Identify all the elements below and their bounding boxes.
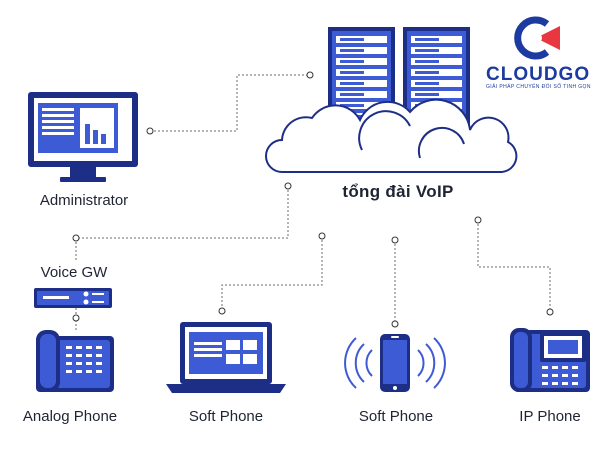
laptop-icon bbox=[166, 322, 286, 393]
voice-gw-label: Voice GW bbox=[40, 264, 108, 281]
soft-phone-mobile-label: Soft Phone bbox=[358, 408, 434, 425]
administrator-monitor-icon bbox=[28, 92, 138, 182]
smartphone-icon bbox=[380, 334, 410, 392]
signal-waves-icon bbox=[344, 337, 446, 389]
analog-phone-label: Analog Phone bbox=[22, 408, 118, 425]
ip-phone-icon bbox=[510, 328, 590, 392]
line-admin-voip bbox=[150, 74, 310, 132]
line-voip-voicegw bbox=[75, 186, 289, 260]
line-voip-ipphone bbox=[477, 220, 551, 312]
ip-phone-label: IP Phone bbox=[519, 408, 581, 425]
soft-phone-laptop-label: Soft Phone bbox=[188, 408, 264, 425]
cloud-inner-lines bbox=[358, 110, 465, 159]
line-voip-softphone1 bbox=[221, 236, 323, 310]
voip-server-label: tổng đài VoIP bbox=[342, 182, 454, 201]
connector-endpoints bbox=[72, 71, 554, 328]
administrator-label: Administrator bbox=[39, 192, 129, 209]
voice-gateway-icon bbox=[34, 288, 112, 308]
connector-lines bbox=[75, 74, 551, 330]
brand-tagline: GIẢI PHÁP CHUYỂN ĐỔI SỐ TINH GỌN bbox=[486, 84, 591, 90]
cloud-icon bbox=[265, 98, 518, 173]
brand-name: CLOUDGO bbox=[486, 64, 591, 85]
cloudgo-logo-icon bbox=[514, 16, 560, 60]
analog-phone-icon bbox=[36, 330, 114, 392]
